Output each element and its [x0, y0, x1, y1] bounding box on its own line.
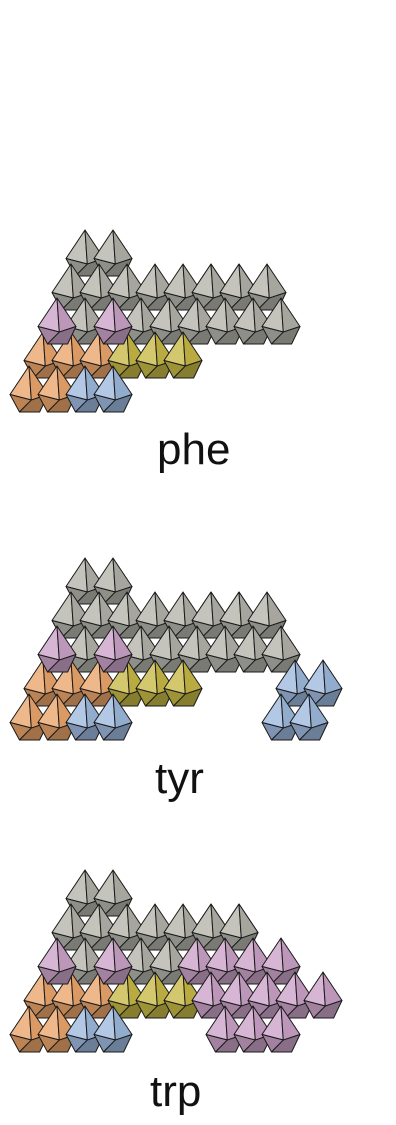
panel-phe [10, 230, 300, 412]
gray-unit-18-facet-right [281, 626, 300, 660]
gray-unit-18-facet-right [281, 298, 300, 332]
gray-unit-11-facet-right [267, 592, 286, 626]
blue-unit-3-facet-right [323, 660, 342, 694]
gray-unit-10-facet-right [239, 904, 258, 938]
gray-unit-1-facet-right [113, 558, 132, 592]
label-trp: trp [150, 1070, 201, 1114]
violet-unit-5-facet-right [281, 938, 300, 972]
gray-unit-1-facet-right [113, 870, 132, 904]
label-phe: phe [157, 428, 230, 472]
gray-unit-11-facet-right [267, 264, 286, 298]
panel-tyr [10, 558, 342, 740]
gray-unit-1-facet-right [113, 230, 132, 264]
violet-unit-10-facet-right [323, 972, 342, 1006]
label-tyr: tyr [155, 757, 204, 801]
panel-trp [10, 870, 342, 1052]
